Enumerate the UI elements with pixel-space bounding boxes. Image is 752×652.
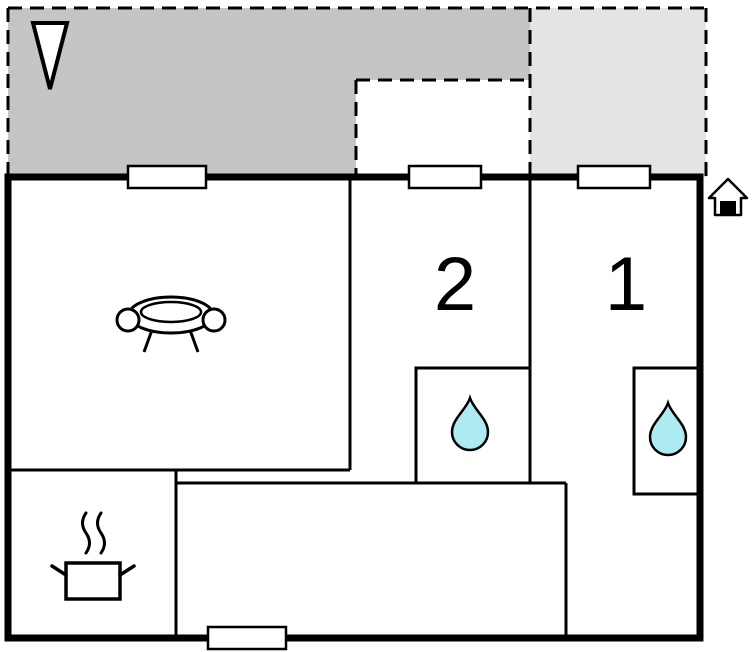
terrace-dark-area xyxy=(8,8,530,177)
water-drop-icon xyxy=(648,399,688,457)
sofa-seat xyxy=(139,300,203,324)
entrance-icon xyxy=(707,177,749,217)
sofa-arm-right xyxy=(201,307,227,333)
pot-handle-left xyxy=(50,564,68,577)
steam-line xyxy=(81,511,91,555)
sofa-leg-right xyxy=(188,329,200,353)
bathroom-1-walls xyxy=(632,366,700,496)
pot-handle-right xyxy=(118,564,136,577)
sofa-arm-left xyxy=(115,307,141,333)
window xyxy=(576,164,652,190)
pot-body xyxy=(64,561,122,601)
windows xyxy=(126,164,652,651)
steam-line xyxy=(96,511,106,555)
window xyxy=(206,625,288,651)
exterior-wall xyxy=(4,173,704,642)
room-1-label: 1 xyxy=(605,242,647,327)
north-arrow-icon xyxy=(30,21,70,90)
room-2-label: 2 xyxy=(434,242,476,327)
sofa-icon xyxy=(115,295,227,353)
interior-walls xyxy=(8,177,700,638)
water-drop-icon xyxy=(450,394,490,452)
entrance-door xyxy=(720,201,736,215)
window xyxy=(126,164,208,190)
window xyxy=(407,164,483,190)
sofa-leg-left xyxy=(142,329,154,353)
cooking-pot-icon xyxy=(50,511,136,601)
terrace-dashed-border xyxy=(6,6,708,177)
house-floor xyxy=(8,177,700,638)
terrace-light-area xyxy=(530,8,706,177)
bathroom-2-walls xyxy=(414,366,530,483)
